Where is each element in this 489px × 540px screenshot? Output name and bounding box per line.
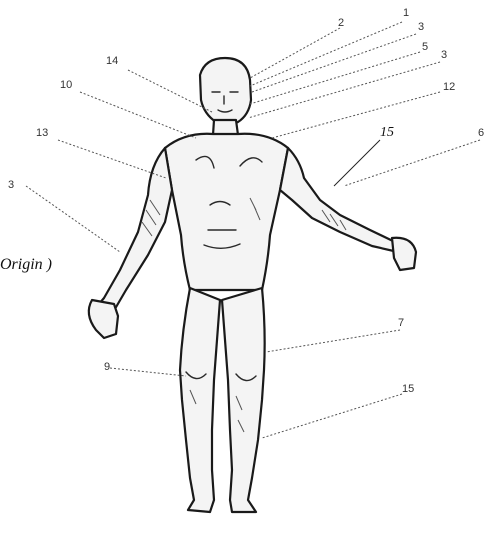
label-10: 10 bbox=[60, 80, 72, 91]
label-9: 9 bbox=[104, 362, 110, 373]
label-14: 14 bbox=[106, 56, 118, 67]
label-3a: 3 bbox=[418, 22, 424, 33]
origin-text: Origin ) bbox=[0, 256, 52, 274]
left-leg bbox=[180, 288, 220, 512]
right-arm bbox=[280, 148, 398, 252]
label-15-leg: 15 bbox=[402, 384, 414, 395]
torso bbox=[165, 134, 288, 290]
left-hand bbox=[89, 300, 118, 338]
label-6: 6 bbox=[478, 128, 484, 139]
right-leg bbox=[222, 288, 265, 512]
label-3b: 3 bbox=[441, 50, 447, 61]
label-15-arm: 15 bbox=[380, 126, 394, 140]
label-2: 2 bbox=[338, 18, 344, 29]
label-7: 7 bbox=[398, 318, 404, 329]
label-12: 12 bbox=[443, 82, 455, 93]
label-5: 5 bbox=[422, 42, 428, 53]
left-arm bbox=[94, 148, 172, 314]
human-figure bbox=[89, 58, 416, 512]
head bbox=[200, 58, 251, 125]
label-1: 1 bbox=[403, 8, 409, 19]
neck bbox=[213, 120, 238, 135]
label-13: 13 bbox=[36, 128, 48, 139]
label-3c: 3 bbox=[8, 180, 14, 191]
right-hand bbox=[392, 238, 416, 270]
